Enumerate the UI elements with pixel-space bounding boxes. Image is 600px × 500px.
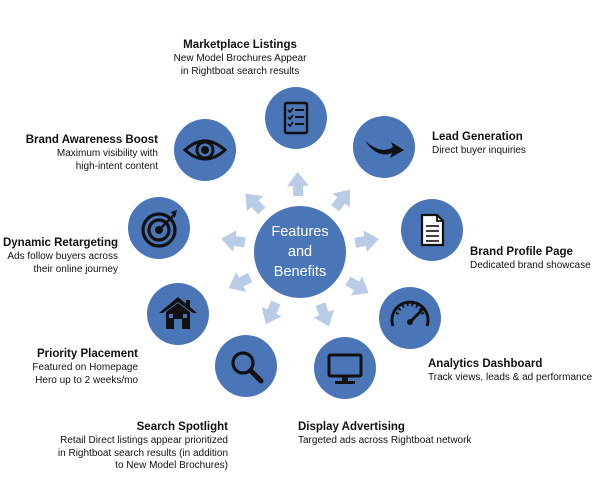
house-icon [159, 297, 197, 329]
feature-line: in Rightboat search results [180, 65, 300, 77]
feature-node [379, 287, 441, 349]
eye-icon [182, 139, 228, 161]
feature-node [353, 116, 415, 178]
target-icon [141, 210, 177, 248]
magnifier-icon [231, 351, 264, 384]
feature-title: Dynamic Retargeting [2, 237, 118, 249]
feature-line: Ads follow buyers across [7, 251, 118, 262]
flow-arrow [221, 230, 246, 252]
flow-arrow [228, 272, 253, 292]
feature-line: Targeted ads across Rightboat network [298, 435, 472, 446]
feature-line: Featured on Homepage [32, 362, 138, 373]
feature-node [401, 199, 463, 261]
feature-node [314, 337, 376, 399]
label-brand-profile-page: Brand Profile Page Dedicated brand showc… [470, 245, 598, 273]
label-analytics-dashboard: Analytics Dashboard Track views, leads &… [428, 357, 598, 385]
feature-node [147, 283, 209, 345]
feature-line: in Rightboat search results (in addition [57, 447, 228, 459]
flow-arrow [345, 276, 369, 296]
feature-title: Marketplace Listings [183, 39, 297, 51]
feature-title: Display Advertising [298, 421, 405, 433]
feature-line: to New Model Brochures) [115, 460, 228, 471]
feature-node [174, 119, 236, 181]
flow-arrow [354, 230, 379, 252]
arrows-group [221, 172, 379, 327]
feature-line: Dedicated brand showcase [470, 260, 591, 271]
flow-arrow [313, 302, 335, 327]
checklist-icon [283, 101, 309, 135]
feature-line: Retail Direct listings appear prioritize… [60, 435, 228, 446]
feature-line: Direct buyer inquiries [432, 145, 526, 156]
label-brand-awareness-boost: Brand Awareness Boost Maximum visibility… [10, 133, 158, 173]
feature-title: Brand Profile Page [470, 246, 573, 258]
center-line-1: Features [271, 224, 329, 240]
feature-node [265, 87, 327, 149]
label-search-spotlight: Search Spotlight Retail Direct listings … [20, 420, 228, 473]
feature-line: high-intent content [75, 160, 158, 172]
label-lead-generation: Lead Generation Direct buyer inquiries [432, 130, 592, 158]
center-line-3: Benefits [273, 264, 327, 280]
feature-title: Brand Awareness Boost [25, 134, 158, 146]
nodes-group [128, 87, 463, 399]
feature-line: Hero up to 2 weeks/mo [35, 374, 138, 386]
flow-arrow [245, 193, 266, 215]
label-priority-placement: Priority Placement Featured on Homepage … [20, 347, 138, 387]
center-circle [254, 206, 346, 298]
feature-title: Priority Placement [37, 348, 138, 360]
feature-title: Lead Generation [432, 131, 523, 143]
feature-line: their online journey [33, 263, 119, 275]
feature-node [215, 335, 277, 397]
flow-arrow [261, 300, 282, 325]
flow-arrow [331, 189, 350, 212]
label-dynamic-retargeting: Dynamic Retargeting Ads follow buyers ac… [0, 236, 118, 276]
feature-node [128, 197, 190, 259]
feature-title: Analytics Dashboard [428, 358, 543, 370]
label-marketplace-listings: Marketplace Listings New Model Brochures… [150, 38, 330, 78]
label-display-advertising: Display Advertising Targeted ads across … [298, 420, 488, 448]
center-line-2: and [287, 244, 313, 260]
center-label: Features and Benefits [255, 222, 345, 282]
swoosh-arrow-icon [365, 141, 404, 158]
document-icon [420, 213, 445, 247]
feature-line: Maximum visibility with [56, 148, 158, 159]
feature-line: New Model Brochures Appear [173, 53, 307, 64]
feature-line: Track views, leads & ad performance [428, 372, 593, 383]
monitor-icon [327, 353, 363, 384]
speedometer-icon [390, 300, 430, 327]
flow-arrow [287, 172, 310, 197]
feature-title: Search Spotlight [136, 421, 228, 433]
